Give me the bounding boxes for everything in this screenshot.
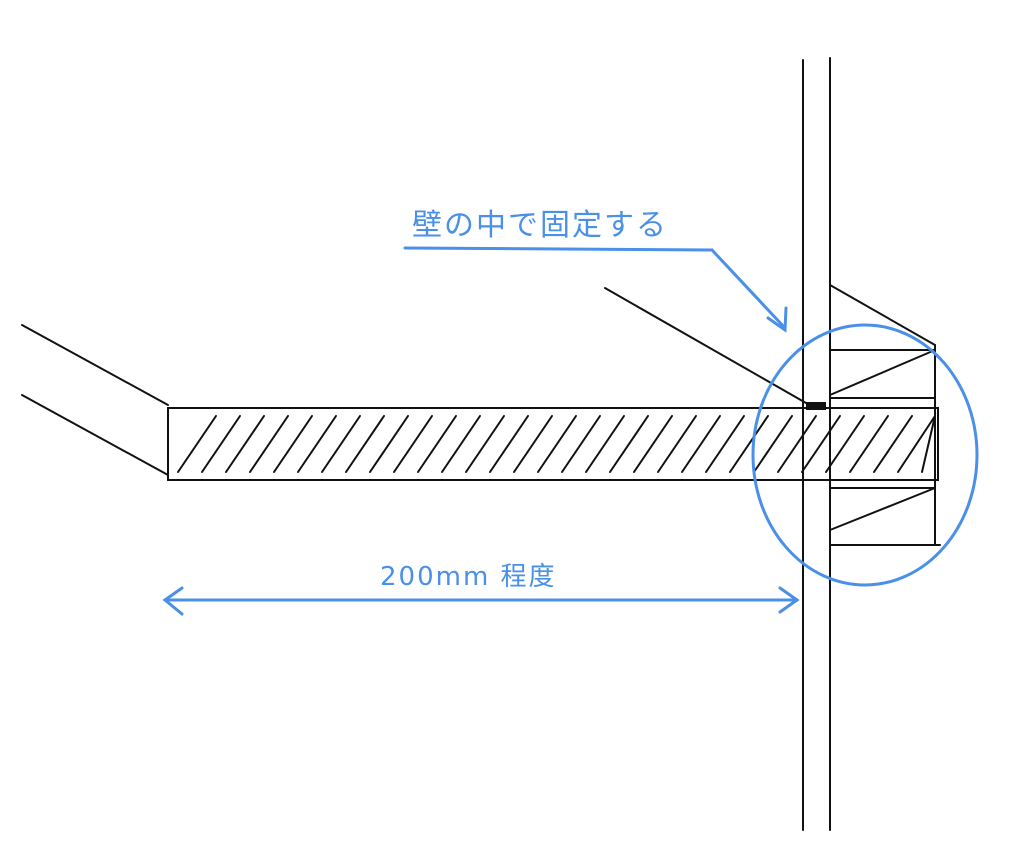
hatch-stroke [633,415,673,473]
hatch-stroke [921,415,936,473]
board-outline [167,407,939,481]
hatch-stroke [657,415,697,473]
existing-shelf-lines [21,287,807,476]
hatch-stroke [753,415,793,473]
bracket-inside-wall [829,284,941,546]
hatch-stroke [849,415,889,473]
hatch-stroke [585,415,625,473]
dimension-arrow [162,586,800,616]
hatch-stroke [321,415,361,473]
hatch-stroke [297,415,337,473]
fixing-point [806,402,826,410]
hatch-stroke [177,415,217,473]
hatch-stroke [513,415,553,473]
hatch-stroke [897,415,936,473]
hatch-stroke [537,415,577,473]
dimension-label: 200mm 程度 [380,562,557,592]
shelf-board [167,402,939,481]
hatch-stroke [609,415,649,473]
hatch-stroke [393,415,433,473]
hatch-stroke [561,415,601,473]
hatch-stroke [801,415,841,473]
board-hatching [177,415,936,473]
hatch-stroke [441,415,481,473]
hatch-stroke [369,415,409,473]
hatch-stroke [489,415,529,473]
hatch-stroke [225,415,265,473]
hatch-stroke [417,415,457,473]
hatch-stroke [273,415,313,473]
hatch-stroke [729,415,769,473]
hatch-stroke [201,415,241,473]
hatch-stroke [825,415,865,473]
hatch-stroke [777,415,817,473]
hatch-stroke [345,415,385,473]
hatch-stroke [681,415,721,473]
hatch-stroke [465,415,505,473]
hatch-stroke [873,415,913,473]
hatch-stroke [249,415,289,473]
hatch-stroke [705,415,745,473]
wall [802,57,831,831]
annotation-leader [403,246,788,333]
highlight-circle [751,323,979,587]
annotation-label: 壁の中で固定する [412,208,668,243]
